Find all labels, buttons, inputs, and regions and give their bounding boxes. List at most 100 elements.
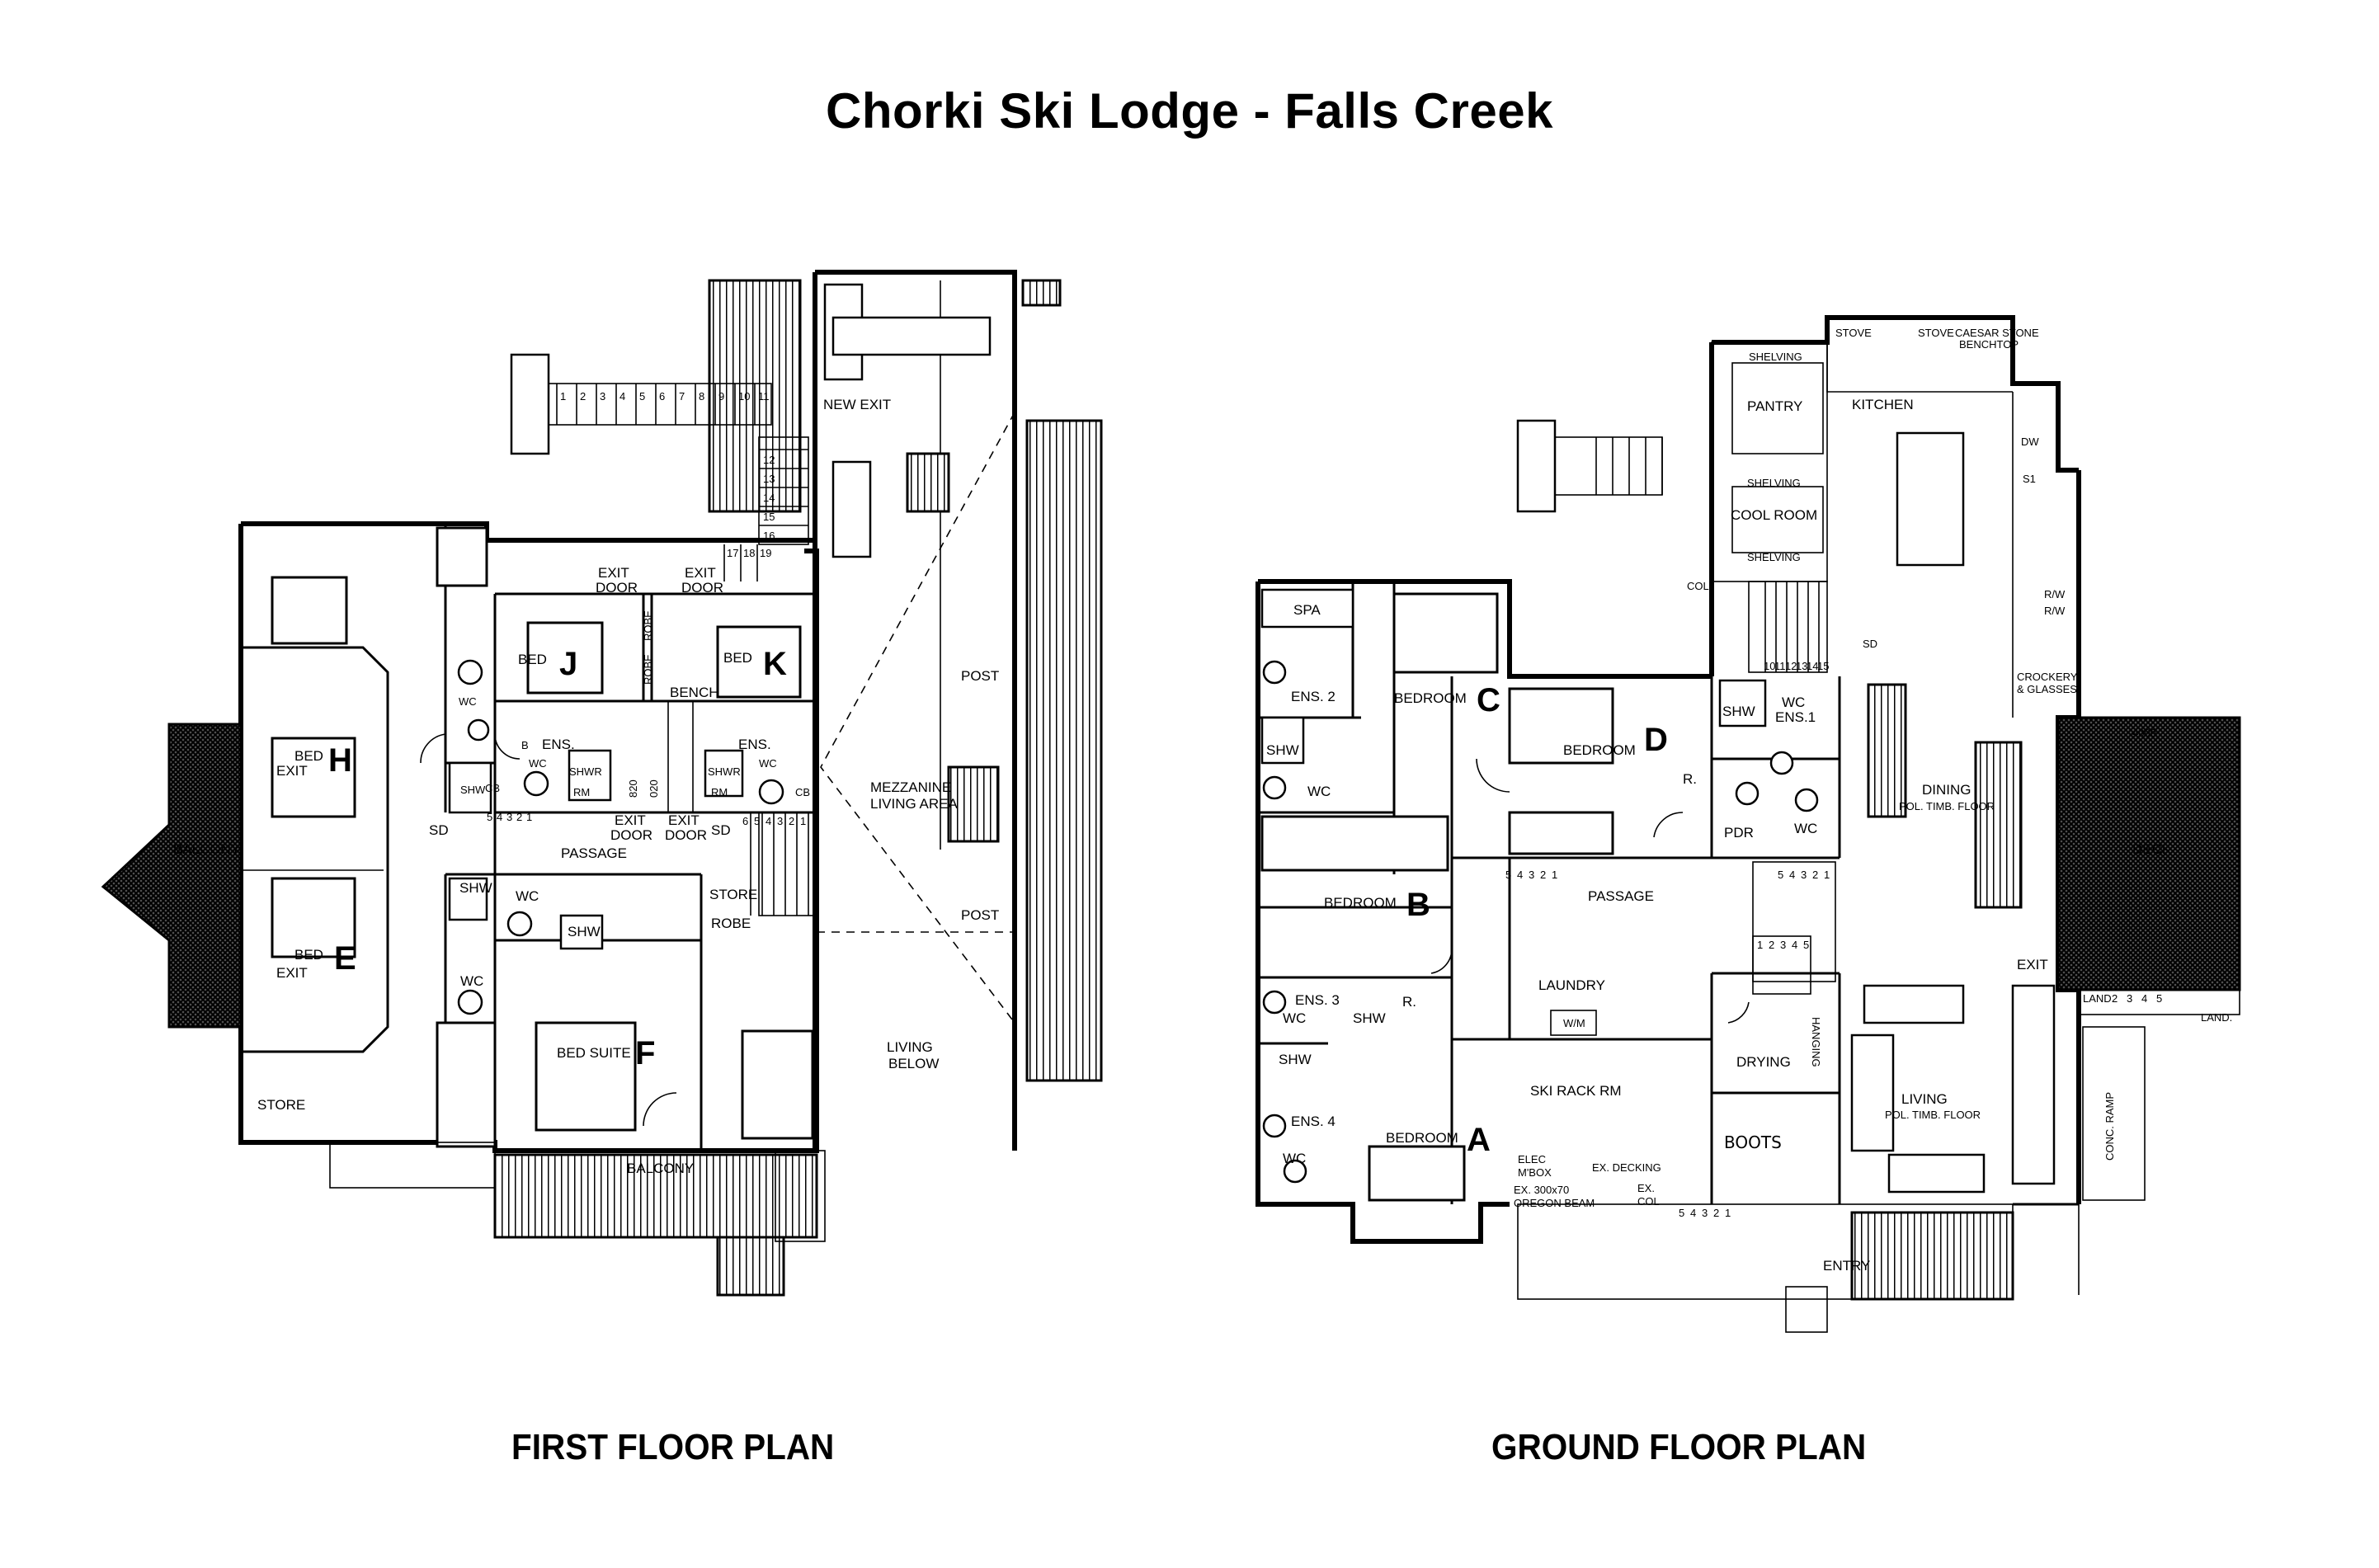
room-j-label: J	[559, 646, 577, 682]
svg-text:SHW: SHW	[459, 880, 492, 896]
stair-step-number: 3	[1780, 939, 1786, 951]
svg-text:020: 020	[648, 779, 660, 798]
svg-text:SHW: SHW	[1722, 704, 1755, 719]
svg-text:BOOTS: BOOTS	[1724, 1132, 1782, 1152]
stair-step-number: 3	[1801, 869, 1807, 881]
svg-text:LIVING: LIVING	[1901, 1091, 1948, 1107]
svg-text:MEZZANINE: MEZZANINE	[870, 779, 951, 795]
stair-step-number: 4	[1517, 869, 1523, 881]
svg-text:BED: BED	[723, 650, 752, 666]
svg-text:SHW: SHW	[1279, 1052, 1312, 1067]
svg-text:COOL ROOM: COOL ROOM	[1731, 507, 1817, 523]
svg-text:BEDROOM: BEDROOM	[1563, 742, 1636, 758]
svg-text:LAND.: LAND.	[2201, 1011, 2232, 1024]
svg-text:POST: POST	[961, 907, 999, 923]
first-floor-caption: FIRST FLOOR PLAN	[511, 1427, 835, 1467]
stair-step-number: 1	[560, 390, 566, 403]
stair-step-number: 2	[1713, 1207, 1719, 1219]
stair-step-number: 5	[487, 811, 492, 823]
svg-text:DRYING: DRYING	[1736, 1054, 1791, 1070]
stair-step-number: 12	[1785, 660, 1797, 672]
svg-text:EXIT: EXIT	[685, 565, 716, 581]
svg-text:& GLASSES: & GLASSES	[2017, 683, 2077, 695]
left-balcony-label: BALCONY	[173, 841, 240, 857]
svg-text:M'BOX: M'BOX	[1518, 1166, 1552, 1179]
svg-text:4000: 4000	[2132, 727, 2156, 739]
svg-text:EXIT: EXIT	[615, 812, 646, 828]
stair-step-number: 8	[699, 390, 704, 403]
room-f-label: F	[635, 1035, 655, 1071]
svg-text:DOOR: DOOR	[596, 580, 638, 596]
svg-text:SD: SD	[429, 822, 449, 838]
svg-text:COL: COL	[1637, 1195, 1660, 1208]
stair-step-number: 1	[526, 811, 532, 823]
svg-text:DOOR: DOOR	[681, 580, 723, 596]
svg-text:SHWR: SHWR	[708, 765, 741, 778]
stair-step-number: 2	[789, 815, 794, 827]
svg-text:R.: R.	[1683, 771, 1697, 787]
svg-text:BED: BED	[294, 748, 323, 764]
stair-step-number: 2	[1812, 869, 1818, 881]
ground-floor-caption: GROUND FLOOR PLAN	[1491, 1427, 1867, 1467]
svg-text:POST: POST	[961, 668, 999, 684]
stair-step-number: 10	[738, 390, 750, 403]
svg-text:DINING: DINING	[1922, 782, 1972, 798]
stair-step-number: 3	[1702, 1207, 1708, 1219]
svg-text:SPA: SPA	[1293, 602, 1321, 618]
svg-text:R/W: R/W	[2044, 605, 2066, 617]
svg-text:BENCHTOP: BENCHTOP	[1959, 338, 2019, 351]
svg-text:BED: BED	[518, 652, 547, 667]
room-h-label: H	[328, 742, 352, 779]
stair-step-number: 9	[718, 390, 724, 403]
svg-text:WC: WC	[516, 888, 539, 904]
entry-label: ENTRY	[1823, 1258, 1870, 1274]
svg-text:EXIT: EXIT	[276, 965, 308, 981]
stair-step-number: 3	[1529, 869, 1534, 881]
svg-text:DOOR: DOOR	[665, 827, 707, 843]
stair-step-number: 5	[639, 390, 645, 403]
stair-step-number: 3	[600, 390, 605, 403]
stair-step-number: 4	[1690, 1207, 1696, 1219]
svg-text:ROBE: ROBE	[642, 654, 654, 685]
svg-text:LAND.: LAND.	[2083, 992, 2114, 1005]
svg-text:WC: WC	[759, 757, 777, 770]
svg-text:ROBE: ROBE	[711, 916, 751, 931]
stair-step-number: 2	[2112, 992, 2118, 1005]
svg-text:SHW: SHW	[568, 924, 601, 939]
svg-text:DW: DW	[2021, 436, 2039, 448]
stair-step-number: 5	[1778, 869, 1783, 881]
stair-step-number: 4	[1789, 869, 1795, 881]
svg-text:SHWR: SHWR	[569, 765, 602, 778]
svg-text:EXIT: EXIT	[2017, 957, 2048, 972]
svg-text:WC: WC	[1307, 784, 1331, 799]
stair-step-number: 2	[1769, 939, 1774, 951]
svg-text:ELEC: ELEC	[1518, 1153, 1546, 1165]
svg-text:WC: WC	[1794, 821, 1817, 836]
svg-text:RM: RM	[711, 786, 728, 798]
stair-step-number: 11	[758, 390, 770, 403]
stair-step-number: 6	[742, 815, 748, 827]
svg-text:820: 820	[627, 779, 639, 798]
svg-text:STOVE: STOVE	[1835, 327, 1872, 339]
stair-step-number: 13	[763, 473, 775, 485]
stair-step-number: 12	[763, 454, 775, 466]
svg-text:WC: WC	[459, 695, 477, 708]
svg-text:BELOW: BELOW	[888, 1056, 939, 1071]
stair-step-number: 5	[754, 815, 760, 827]
bed-e-bunk	[271, 877, 356, 958]
stair-step-number: 1	[1824, 869, 1830, 881]
svg-text:CROCKERY: CROCKERY	[2017, 671, 2078, 683]
svg-text:ENS.1: ENS.1	[1775, 709, 1816, 725]
svg-text:ENS. 4: ENS. 4	[1291, 1114, 1336, 1129]
svg-text:LAUNDRY: LAUNDRY	[1538, 977, 1605, 993]
svg-text:BEDROOM: BEDROOM	[1394, 690, 1467, 706]
room-b-label: B	[1406, 887, 1430, 923]
stair-step-number: 15	[763, 511, 775, 523]
svg-text:EX. 300x70: EX. 300x70	[1514, 1184, 1569, 1196]
bed-h-bunk	[271, 737, 356, 818]
svg-text:SHW: SHW	[1266, 742, 1299, 758]
svg-text:ROBE: ROBE	[642, 610, 654, 641]
svg-text:HANGING: HANGING	[1810, 1017, 1822, 1067]
